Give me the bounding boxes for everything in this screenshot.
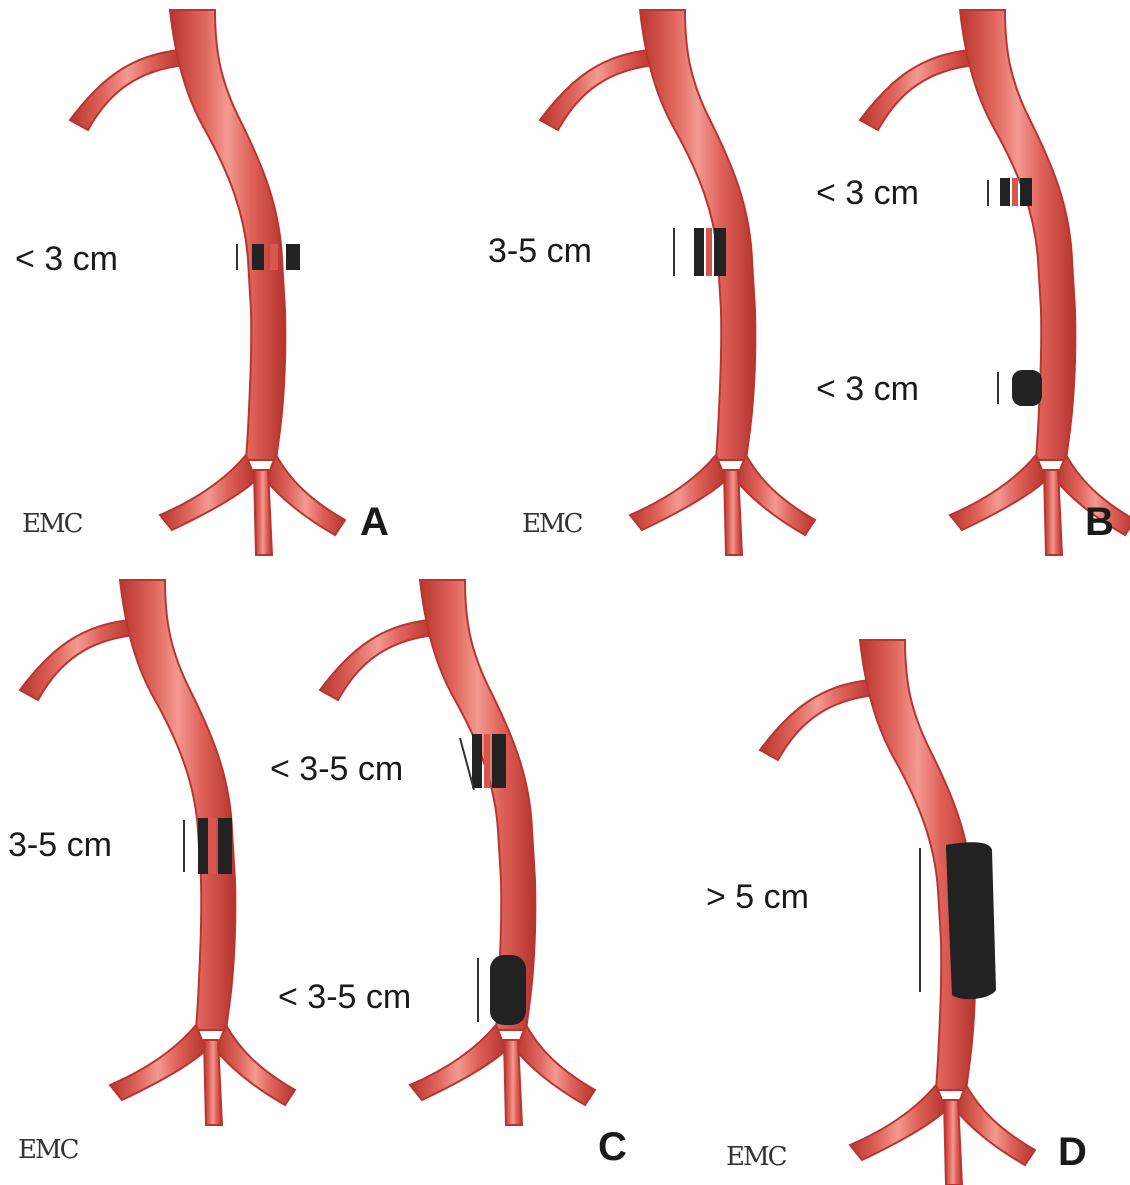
panel-letter-b: B (1085, 500, 1114, 544)
lesion-b-right-bottom (1012, 370, 1042, 406)
lesion-c-left (198, 818, 232, 874)
length-label-b-right-bottom: < 3 cm (816, 370, 919, 408)
length-label-a: < 3 cm (15, 240, 118, 278)
panel-letter-d: D (1058, 1130, 1087, 1174)
panel-letter-c: C (598, 1125, 627, 1169)
length-label-c-right-top: < 3-5 cm (270, 750, 403, 788)
length-label-b-right-top: < 3 cm (816, 174, 919, 212)
artery-a (70, 10, 345, 555)
lesion-a (252, 244, 300, 270)
lesion-d (946, 842, 996, 999)
emc-logo-c: EMC (18, 1135, 79, 1165)
length-label-b-left: 3-5 cm (488, 232, 592, 270)
length-label-d: > 5 cm (706, 878, 809, 916)
lesion-b-left (694, 228, 726, 276)
lesion-c-right-top (472, 734, 506, 788)
panel-a: < 3 cm EMC A (15, 10, 389, 555)
panel-letter-a: A (360, 500, 389, 544)
lesion-b-right-top (1000, 178, 1032, 206)
emc-logo-a: EMC (22, 509, 83, 539)
artery-b-left (540, 10, 815, 555)
length-label-c-left: 3-5 cm (8, 826, 112, 864)
emc-logo-d: EMC (726, 1142, 787, 1172)
artery-b-right (860, 10, 1130, 555)
emc-logo-b: EMC (522, 509, 583, 539)
panel-c: 3-5 cm EMC < 3-5 cm < 3-5 cm C (8, 580, 627, 1169)
length-label-c-right-bottom: < 3-5 cm (278, 978, 411, 1016)
panel-d: > 5 cm EMC D (706, 640, 1087, 1185)
panel-b: 3-5 cm EMC < 3 cm < 3 cm B (488, 10, 1130, 555)
artery-c-right (320, 580, 595, 1125)
measure-arrow-c-right-top (460, 738, 474, 790)
lesion-c-right-bottom (490, 955, 526, 1025)
